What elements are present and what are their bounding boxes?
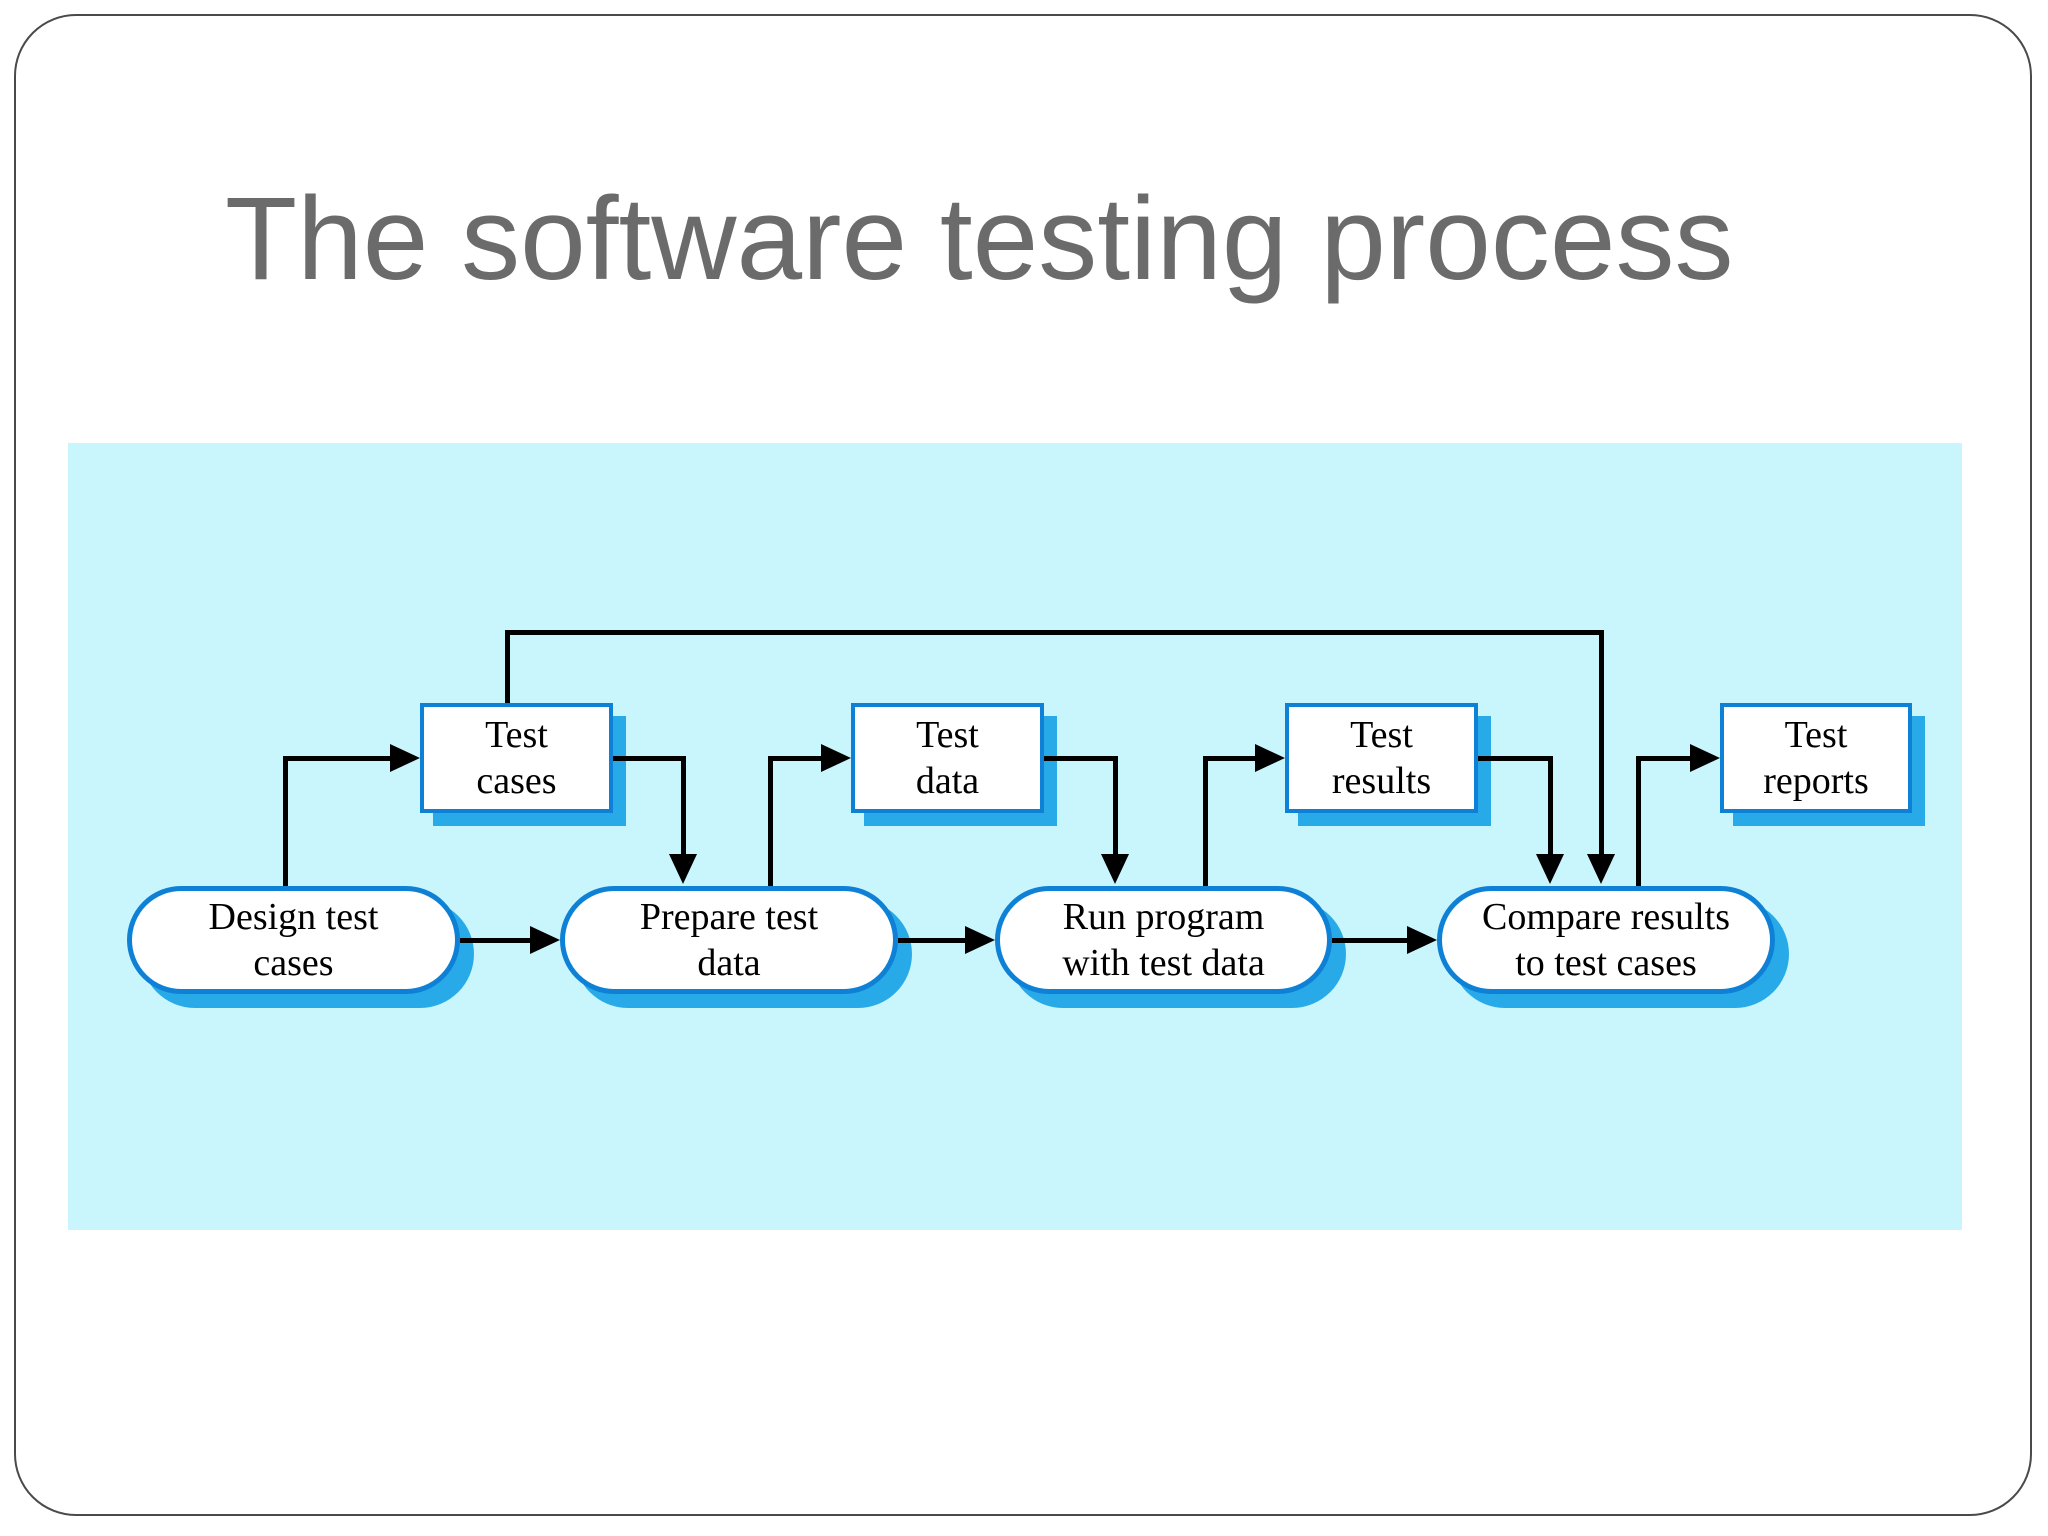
- diagram-panel: [68, 443, 1962, 1230]
- arrowhead-down-icon: [1101, 854, 1129, 884]
- connector-segment: [1044, 756, 1117, 761]
- connector-segment: [1548, 756, 1553, 856]
- connector-segment: [1113, 756, 1118, 856]
- node-test-reports: Test reports: [1720, 703, 1912, 813]
- arrowhead-right-icon: [1407, 926, 1437, 954]
- connector-segment: [681, 756, 686, 856]
- arrowhead-right-icon: [1690, 744, 1720, 772]
- connector-segment: [768, 758, 773, 886]
- connector-segment: [1332, 938, 1409, 943]
- arrowhead-down-icon: [1536, 854, 1564, 884]
- connector-segment: [505, 630, 1603, 635]
- node-run-program: Run program with test data: [995, 886, 1332, 994]
- connector-segment: [1599, 630, 1604, 856]
- connector-segment: [460, 938, 532, 943]
- arrowhead-right-icon: [1255, 744, 1285, 772]
- node-test-cases: Test cases: [420, 703, 613, 813]
- arrowhead-down-icon: [669, 854, 697, 884]
- connector-segment: [1478, 756, 1552, 761]
- slide-border: [14, 14, 2032, 1516]
- connector-segment: [505, 632, 510, 703]
- connector-segment: [1636, 756, 1692, 761]
- connector-segment: [613, 756, 685, 761]
- connector-segment: [1636, 758, 1641, 886]
- node-test-results: Test results: [1285, 703, 1478, 813]
- connector-segment: [283, 758, 288, 886]
- node-compare-results: Compare results to test cases: [1437, 886, 1775, 994]
- node-test-data: Test data: [851, 703, 1044, 813]
- node-design-test-cases: Design test cases: [127, 886, 460, 994]
- connector-segment: [1203, 756, 1257, 761]
- connector-segment: [1203, 758, 1208, 886]
- connector-segment: [768, 756, 823, 761]
- arrowhead-right-icon: [965, 926, 995, 954]
- arrowhead-right-icon: [390, 744, 420, 772]
- arrowhead-right-icon: [530, 926, 560, 954]
- node-prepare-test-data: Prepare test data: [560, 886, 898, 994]
- connector-segment: [283, 756, 393, 761]
- arrowhead-down-icon: [1587, 854, 1615, 884]
- page-title: The software testing process: [225, 173, 1734, 305]
- connector-segment: [898, 938, 967, 943]
- arrowhead-right-icon: [821, 744, 851, 772]
